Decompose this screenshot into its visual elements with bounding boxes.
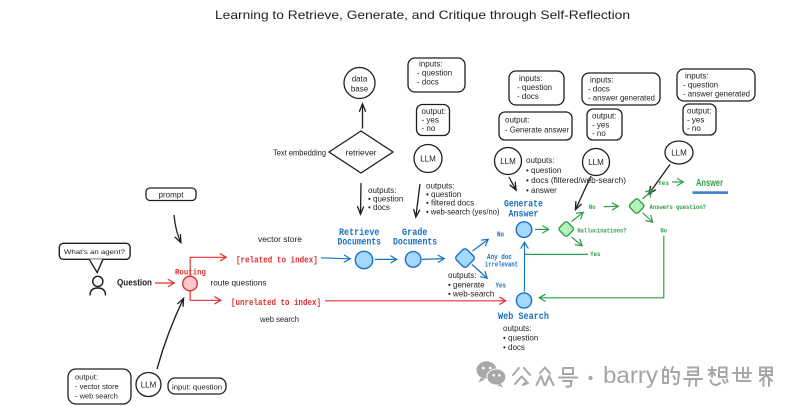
svg-text:• question: • question bbox=[368, 195, 403, 204]
svg-text:outputs:: outputs: bbox=[448, 271, 476, 280]
svg-text:base: base bbox=[351, 85, 369, 94]
svg-text:Learning to Retrieve, Generate: Learning to Retrieve, Generate, and Crit… bbox=[215, 8, 630, 22]
svg-text:- no: - no bbox=[422, 124, 436, 133]
svg-text:Answer: Answer bbox=[696, 178, 723, 189]
svg-text:• question: • question bbox=[426, 190, 461, 199]
svg-text:No: No bbox=[497, 232, 504, 240]
svg-text:LLM: LLM bbox=[500, 157, 516, 166]
svg-text:barry: barry bbox=[603, 362, 659, 388]
svg-text:• question: • question bbox=[503, 334, 538, 343]
svg-text:outputs:: outputs: bbox=[526, 156, 554, 165]
svg-text:LLM: LLM bbox=[588, 158, 604, 167]
svg-text:Generate: Generate bbox=[504, 200, 543, 211]
svg-text:• generate: • generate bbox=[448, 281, 485, 290]
svg-text:Web Search: Web Search bbox=[498, 311, 549, 323]
svg-text:[unrelated to index]: [unrelated to index] bbox=[231, 298, 321, 308]
svg-text:inputs:: inputs: bbox=[519, 74, 543, 83]
svg-text:data: data bbox=[352, 75, 368, 84]
svg-text:output:: output: bbox=[75, 373, 98, 382]
svg-text:- question: - question bbox=[683, 81, 718, 90]
svg-text:web search: web search bbox=[259, 315, 299, 324]
svg-text:Yes: Yes bbox=[496, 283, 507, 291]
svg-text:LLM: LLM bbox=[141, 381, 157, 390]
svg-text:• docs: • docs bbox=[368, 203, 390, 212]
svg-text:Grade: Grade bbox=[402, 227, 428, 239]
svg-text:- docs: - docs bbox=[417, 78, 439, 87]
svg-text:• web-search (yes/no): • web-search (yes/no) bbox=[426, 208, 500, 217]
svg-text:- question: - question bbox=[417, 69, 452, 78]
svg-text:Documents: Documents bbox=[338, 238, 382, 249]
svg-text:[related to index]: [related to index] bbox=[236, 255, 318, 265]
svg-text:inputs:: inputs: bbox=[419, 60, 443, 69]
svg-text:Answers question?: Answers question? bbox=[650, 204, 707, 211]
svg-text:output:: output: bbox=[505, 116, 529, 125]
svg-text:• answer: • answer bbox=[526, 186, 557, 195]
svg-text:• docs: • docs bbox=[503, 343, 525, 352]
svg-text:output:: output: bbox=[687, 107, 711, 116]
svg-text:- yes: - yes bbox=[422, 116, 439, 125]
svg-text:No: No bbox=[589, 204, 596, 211]
svg-text:- yes: - yes bbox=[687, 116, 704, 125]
svg-text:Yes: Yes bbox=[590, 251, 600, 258]
svg-text:- vector store: - vector store bbox=[75, 382, 119, 391]
svg-text:• docs (filtered/web-search): • docs (filtered/web-search) bbox=[526, 176, 626, 185]
svg-text:- yes: - yes bbox=[592, 121, 609, 130]
svg-text:output:: output: bbox=[422, 107, 446, 116]
svg-text:- answer generated: - answer generated bbox=[588, 94, 655, 103]
svg-text:LLM: LLM bbox=[671, 149, 687, 158]
svg-text:- answer generated: - answer generated bbox=[683, 90, 750, 99]
svg-text:prompt: prompt bbox=[159, 191, 185, 200]
svg-text:input: question: input: question bbox=[172, 383, 222, 392]
svg-text:outputs:: outputs: bbox=[503, 324, 531, 333]
svg-text:• question: • question bbox=[526, 166, 561, 175]
svg-text:Any doc: Any doc bbox=[487, 254, 512, 262]
svg-text:Hallucinations?: Hallucinations? bbox=[577, 228, 626, 235]
svg-text:LLM: LLM bbox=[420, 155, 436, 164]
svg-text:- docs: - docs bbox=[517, 92, 539, 101]
svg-text:- web search: - web search bbox=[75, 392, 118, 401]
svg-text:- no: - no bbox=[687, 124, 701, 133]
svg-text:Question: Question bbox=[117, 278, 152, 288]
svg-text:What's an agent?: What's an agent? bbox=[64, 249, 125, 256]
svg-text:retriever: retriever bbox=[346, 148, 377, 158]
svg-text:- Generate answer: - Generate answer bbox=[505, 126, 569, 135]
svg-text:- docs: - docs bbox=[588, 85, 610, 94]
svg-text:Documents: Documents bbox=[393, 238, 437, 249]
svg-text:Text embedding: Text embedding bbox=[273, 149, 326, 158]
svg-text:Retrieve: Retrieve bbox=[339, 227, 380, 239]
svg-text:No: No bbox=[661, 228, 668, 235]
svg-text:vector store: vector store bbox=[258, 235, 303, 244]
svg-text:- question: - question bbox=[517, 83, 552, 92]
svg-text:Answer: Answer bbox=[509, 210, 539, 221]
svg-text:irrelevant: irrelevant bbox=[485, 262, 518, 270]
svg-text:• filtered docs: • filtered docs bbox=[426, 199, 474, 208]
svg-text:inputs:: inputs: bbox=[590, 76, 614, 85]
svg-text:output:: output: bbox=[592, 112, 616, 121]
svg-text:- no: - no bbox=[592, 129, 606, 138]
svg-text:• web-search: • web-search bbox=[448, 290, 494, 299]
svg-text:outputs:: outputs: bbox=[368, 186, 396, 195]
svg-text:Yes: Yes bbox=[658, 180, 669, 187]
svg-text:outputs:: outputs: bbox=[426, 182, 454, 191]
svg-text:route questions: route questions bbox=[211, 279, 267, 288]
svg-text:inputs:: inputs: bbox=[685, 72, 709, 81]
